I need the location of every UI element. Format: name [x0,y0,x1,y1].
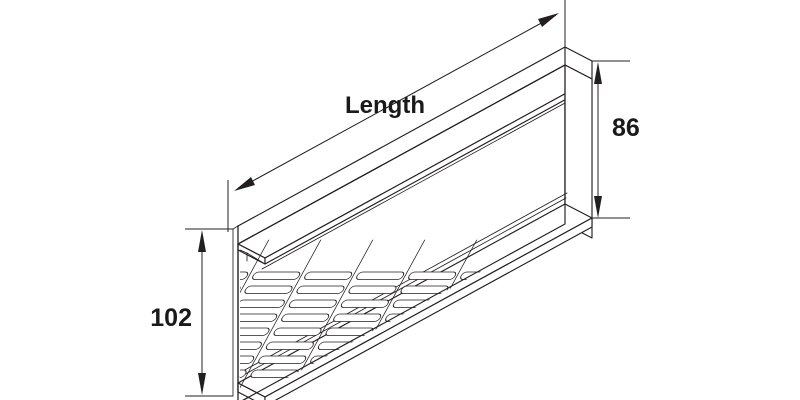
height-86-arrow-bottom [594,196,602,218]
height-102-arrow-top [198,230,206,252]
slot-column [240,271,249,294]
height-102-dimension-group: 102 [150,228,233,397]
rear-upper-web-top-edge [237,46,566,227]
left-edge-connectors [232,225,239,230]
height-102-arrow-bottom [198,373,206,395]
length-dimension-group: Length [227,0,566,232]
height-102-dimension-label: 102 [150,304,192,332]
top-flange-return-lip [239,249,266,265]
length-dimension-label: Length [345,92,425,119]
height-86-arrow-top [594,62,602,84]
slot-column [240,271,301,378]
slot-column [250,271,353,378]
length-dimension-line [237,14,557,190]
grille-face-outline [237,64,566,400]
length-arrow-right [538,13,559,27]
face-top-rail-line [261,102,566,270]
height-86-dimension-group: 86 [592,60,640,219]
bottom-flange-front-thickness [264,217,593,400]
height-86-dimension-label: 86 [612,114,640,142]
length-arrow-left [234,177,255,191]
left-end-edge [232,225,239,397]
grille-body [232,46,593,400]
bottom-flange-inner-edge-2 [242,192,568,372]
